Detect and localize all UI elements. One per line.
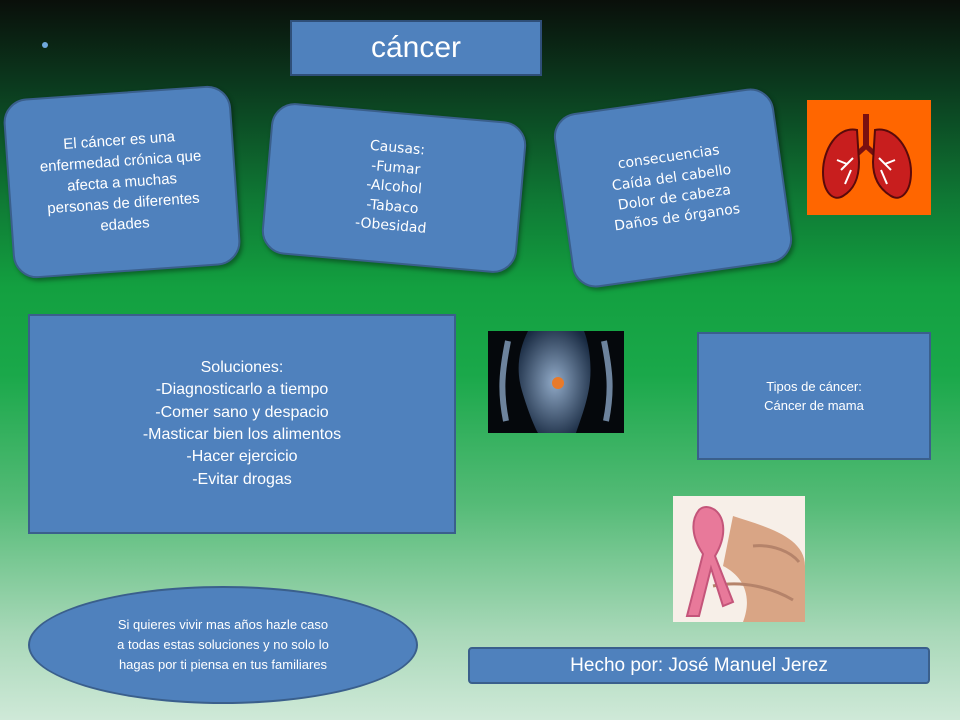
consequences-box: consecuencias Caída del cabello Dolor de… — [550, 85, 796, 291]
lungs-image — [807, 100, 931, 215]
author-credit: Hecho por: José Manuel Jerez — [468, 647, 930, 684]
causes-box: Causas: -Fumar -Alcohol -Tabaco -Obesida… — [259, 101, 529, 275]
body-xray-image — [488, 331, 624, 433]
title-bullet — [42, 42, 48, 48]
slide-title: cáncer — [290, 20, 542, 76]
solutions-box: Soluciones: -Diagnosticarlo a tiempo -Co… — [28, 314, 456, 534]
advice-oval: Si quieres vivir mas años hazle caso a t… — [28, 586, 418, 704]
definition-box: El cáncer es una enfermedad crónica que … — [1, 84, 243, 280]
pink-ribbon-image — [673, 496, 805, 622]
cancer-types-box: Tipos de cáncer: Cáncer de mama — [697, 332, 931, 460]
